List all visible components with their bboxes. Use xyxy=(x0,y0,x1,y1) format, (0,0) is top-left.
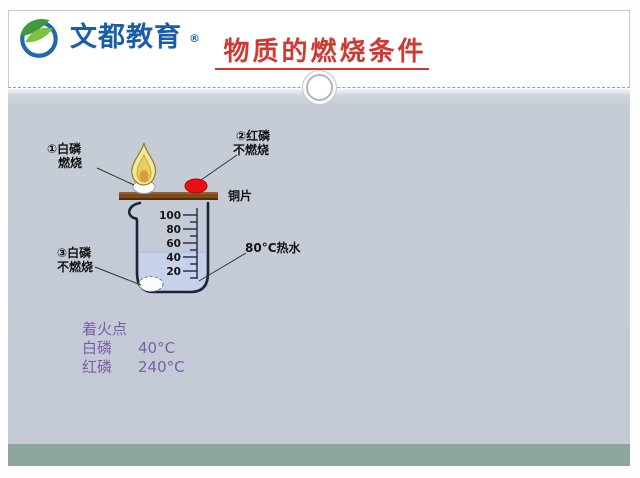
flame-icon xyxy=(131,142,157,186)
beaker xyxy=(127,201,210,294)
slide-body-background xyxy=(8,89,630,444)
scale-20: 20 xyxy=(166,266,181,278)
substance-name: 白磷 xyxy=(82,339,113,357)
label-copper-sheet: 铜片 xyxy=(228,188,252,203)
label-red-p-2: 不燃烧 xyxy=(233,142,269,157)
header: 文都教育 ® 物质的燃烧条件 xyxy=(8,10,630,88)
logo-text: 文都教育 xyxy=(70,22,182,53)
notes-heading-row: 着火点 xyxy=(82,320,185,339)
ignition-notes: 着火点 白磷 40°C 红磷 240°C xyxy=(82,320,185,377)
white-phosphorus-underwater xyxy=(138,276,164,292)
notes-heading: 着火点 xyxy=(82,320,128,338)
experiment-diagram: 100 80 60 40 20 ①白磷 xyxy=(47,128,302,294)
pointer-lines xyxy=(94,154,247,286)
label-hot-water: 80°C热水 xyxy=(245,240,302,255)
label-white-p-underwater-2: 不燃烧 xyxy=(57,259,93,274)
red-phosphorus xyxy=(184,178,208,194)
label-white-p-underwater-1: ③白磷 xyxy=(57,245,92,260)
ignition-temp: 40°C xyxy=(138,339,176,357)
substance-name: 红磷 xyxy=(82,358,113,376)
notes-row-red-p: 红磷 240°C xyxy=(82,358,185,377)
beaker-scale xyxy=(183,208,198,279)
label-red-p-1: ②红磷 xyxy=(236,128,271,143)
page-title: 物质的燃烧条件 xyxy=(223,37,427,66)
scale-100: 100 xyxy=(159,210,181,222)
notes-row-white-p: 白磷 40°C xyxy=(82,339,185,358)
footer-band xyxy=(8,444,630,466)
logo: 文都教育 ® xyxy=(17,15,200,61)
copper-sheet xyxy=(119,192,218,200)
divider-circle-ornament xyxy=(306,74,333,101)
label-white-p-burning-1: ①白磷 xyxy=(47,141,82,156)
scale-80: 80 xyxy=(166,224,181,236)
wendu-logo-icon xyxy=(20,18,58,58)
label-white-p-burning-2: 燃烧 xyxy=(58,155,82,170)
scale-40: 40 xyxy=(166,252,181,264)
ignition-temp: 240°C xyxy=(138,358,185,376)
scale-60: 60 xyxy=(166,238,181,250)
title-underline xyxy=(215,68,429,70)
registered-mark: ® xyxy=(189,31,200,45)
